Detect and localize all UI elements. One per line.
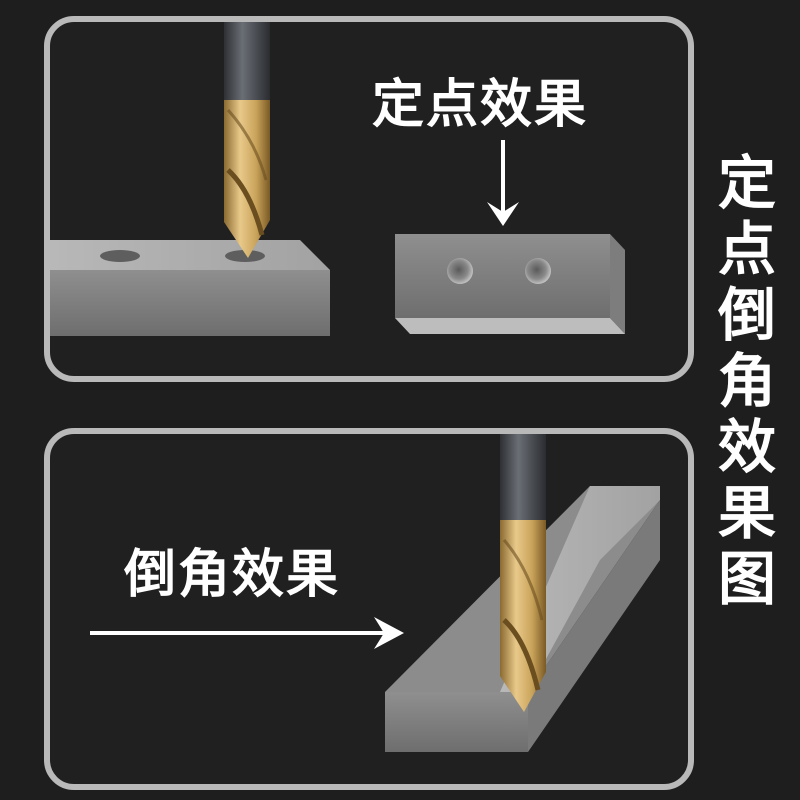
workpiece-right (395, 234, 625, 334)
arrow-right (90, 617, 404, 649)
drill-bit-top (224, 22, 270, 258)
chamfer-effect-label: 倒角效果 (124, 545, 341, 605)
drill-bit-bottom (500, 434, 546, 712)
workpiece-left (50, 240, 330, 336)
spot-dimple (447, 258, 473, 284)
spot-dimple (525, 258, 551, 284)
side-title: 定点倒角效果图 (717, 149, 776, 613)
arrow-down (487, 140, 519, 226)
spot-effect-label: 定点效果 (372, 75, 589, 135)
